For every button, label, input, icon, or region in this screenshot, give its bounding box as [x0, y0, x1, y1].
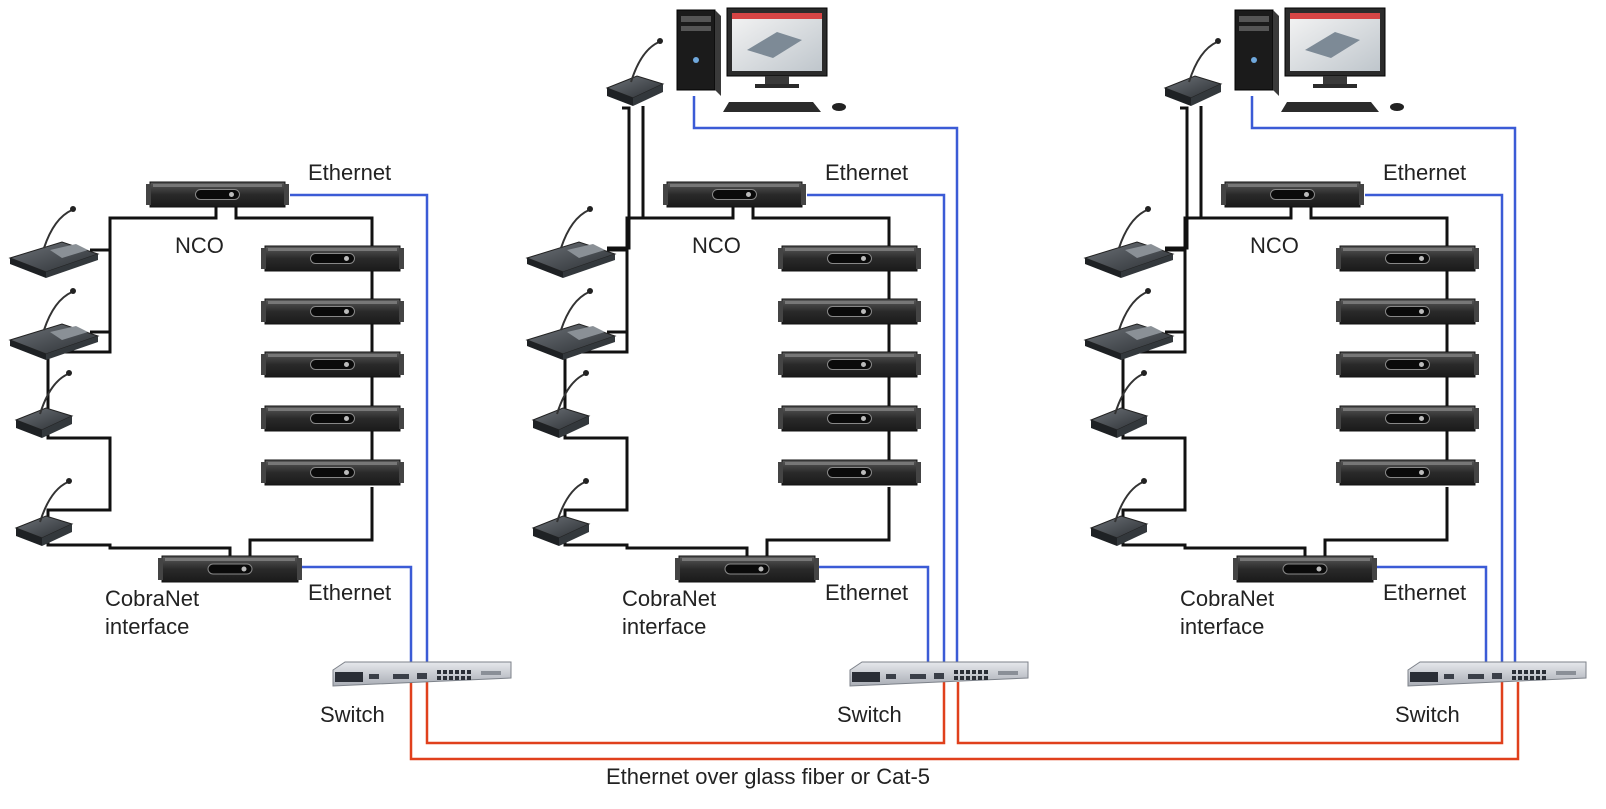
s2-cable-top-mic-b	[641, 106, 733, 220]
s3-amplifier-unit-4	[1336, 405, 1479, 432]
s2-cobranet-unit	[675, 555, 819, 583]
s1-cobranet-unit	[158, 555, 302, 583]
s1-cable-delegate-1	[90, 250, 112, 334]
s2-nco-unit	[663, 181, 806, 208]
s3-top-microphone	[1163, 38, 1223, 106]
s2-pc-workstation	[676, 7, 846, 112]
s3-nco-label: NCO	[1250, 233, 1299, 258]
s1-ethernet-top-label: Ethernet	[308, 160, 392, 185]
s3-ethernet-bottom-label: Ethernet	[1383, 580, 1467, 605]
s3-delegate-unit-1	[1089, 370, 1149, 438]
s3-switch-label: Switch	[1395, 702, 1460, 727]
backbone-link-1-2	[425, 682, 946, 745]
s1-cable-delegate-2	[46, 332, 112, 410]
s3-amplifier-unit-5	[1336, 459, 1479, 486]
s3-amplifier-unit-1	[1336, 245, 1479, 272]
s2-amplifier-unit-1	[778, 245, 921, 272]
s2-amplifier-unit-4	[778, 405, 921, 432]
s1-delegate-unit-1	[14, 370, 74, 438]
s2-delegate-unit-1	[531, 370, 591, 438]
s2-amplifier-unit-5	[778, 459, 921, 486]
s3-ethernet-cobranet	[1373, 565, 1488, 668]
s2-cable-nco-right	[751, 206, 891, 246]
s2-cobranet-label-line2: interface	[622, 614, 707, 639]
s2-cable-nco-left	[607, 206, 735, 252]
cables-layer	[46, 96, 1520, 761]
s3-cable-nco-left	[1165, 206, 1293, 252]
s1-switch-unit	[332, 661, 512, 687]
s3-cable-top-mic-a	[1165, 106, 1189, 250]
s2-cable-cobranet-left	[563, 538, 749, 560]
s3-ethernet-nco	[1365, 193, 1504, 668]
s3-amplifier-unit-2	[1336, 298, 1479, 325]
s3-cable-nco-right	[1309, 206, 1449, 246]
s1-cobranet-label-line1: CobraNet	[105, 586, 200, 611]
s3-ethernet-pc	[1250, 96, 1517, 668]
s1-cable-cobranet-left	[46, 538, 232, 560]
s3-ethernet-top-label: Ethernet	[1383, 160, 1467, 185]
s1-cable-nco-left	[90, 206, 218, 252]
s3-delegate-unit-2	[1089, 478, 1149, 546]
s3-switch-unit	[1407, 661, 1587, 687]
s1-cable-delegate-3	[46, 430, 112, 520]
s2-cable-delegate-1	[607, 250, 629, 334]
devices-layer	[8, 7, 1587, 687]
s1-chairman-unit-1	[8, 206, 100, 278]
s2-cable-cobranet-right	[765, 487, 891, 560]
s3-pc-workstation	[1234, 7, 1404, 112]
s1-amplifier-unit-5	[261, 459, 404, 486]
s3-cable-delegate-1	[1165, 250, 1187, 334]
s1-ethernet-nco	[290, 193, 429, 668]
s2-cobranet-label-line1: CobraNet	[622, 586, 717, 611]
s3-nco-unit	[1221, 181, 1364, 208]
s2-ethernet-top-label: Ethernet	[825, 160, 909, 185]
s1-cable-cobranet-right	[248, 487, 374, 560]
s2-cable-delegate-3	[563, 430, 629, 520]
s1-amplifier-unit-3	[261, 351, 404, 378]
s2-delegate-unit-2	[531, 478, 591, 546]
s1-cable-nco-right	[234, 206, 374, 246]
s3-cobranet-label-line1: CobraNet	[1180, 586, 1275, 611]
s1-nco-label: NCO	[175, 233, 224, 258]
s2-amplifier-unit-2	[778, 298, 921, 325]
s2-chairman-unit-2	[525, 288, 617, 360]
s3-cable-cobranet-right	[1323, 487, 1449, 560]
s1-switch-label: Switch	[320, 702, 385, 727]
s2-switch-unit	[849, 661, 1029, 687]
s1-cobranet-label-line2: interface	[105, 614, 190, 639]
s1-amplifier-unit-1	[261, 245, 404, 272]
s1-delegate-unit-2	[14, 478, 74, 546]
s3-cobranet-label-line2: interface	[1180, 614, 1265, 639]
backbone-label: Ethernet over glass fiber or Cat-5	[606, 764, 931, 789]
s2-cable-top-mic-a	[607, 106, 631, 250]
s1-ethernet-cobranet	[298, 565, 413, 668]
s2-ethernet-pc	[692, 96, 959, 668]
s2-chairman-unit-1	[525, 206, 617, 278]
s3-chairman-unit-1	[1083, 206, 1175, 278]
backbone-link-2-3	[956, 682, 1504, 745]
s2-top-microphone	[605, 38, 665, 106]
s2-nco-label: NCO	[692, 233, 741, 258]
s2-ethernet-cobranet	[815, 565, 930, 668]
s2-cable-delegate-2	[563, 332, 629, 410]
backbone-link-1-3	[409, 682, 1520, 761]
s1-ethernet-bottom-label: Ethernet	[308, 580, 392, 605]
s1-amplifier-unit-4	[261, 405, 404, 432]
s3-cobranet-unit	[1233, 555, 1377, 583]
s3-cable-top-mic-b	[1199, 106, 1291, 220]
s3-cable-delegate-2	[1121, 332, 1187, 410]
s3-cable-delegate-3	[1121, 430, 1187, 520]
s2-ethernet-nco	[807, 193, 946, 668]
s3-cable-cobranet-left	[1121, 538, 1307, 560]
s2-ethernet-bottom-label: Ethernet	[825, 580, 909, 605]
s3-chairman-unit-2	[1083, 288, 1175, 360]
s2-amplifier-unit-3	[778, 351, 921, 378]
s3-amplifier-unit-3	[1336, 351, 1479, 378]
s1-nco-unit	[146, 181, 289, 208]
s2-switch-label: Switch	[837, 702, 902, 727]
s1-amplifier-unit-2	[261, 298, 404, 325]
s1-chairman-unit-2	[8, 288, 100, 360]
